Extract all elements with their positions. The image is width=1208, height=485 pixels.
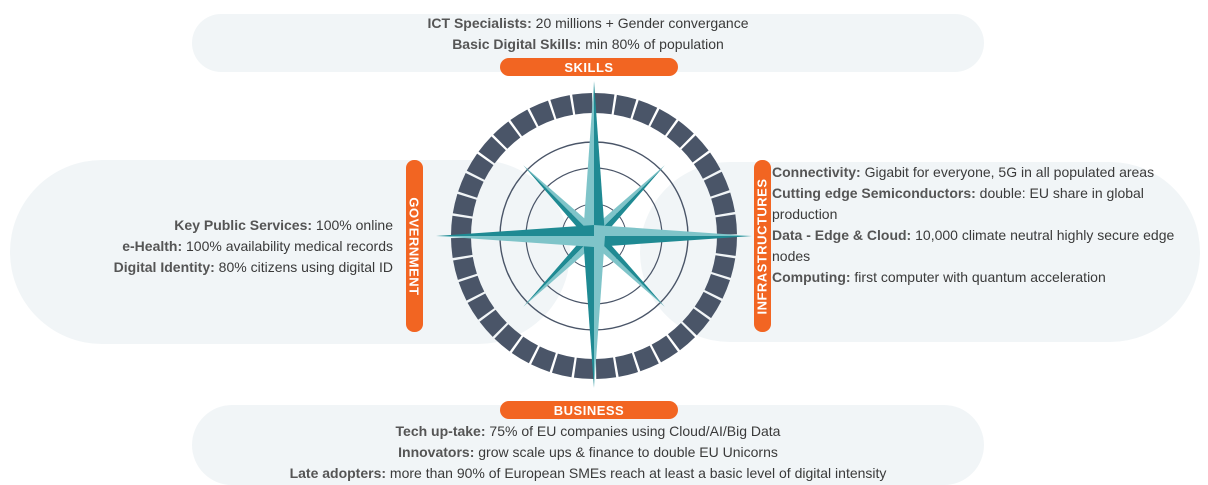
- skills-item: Basic Digital Skills: min 80% of populat…: [192, 34, 984, 55]
- government-item: e-Health: 100% availability medical reco…: [20, 236, 393, 257]
- government-item: Digital Identity: 80% citizens using dig…: [20, 257, 393, 278]
- government-item: Key Public Services: 100% online: [20, 215, 393, 236]
- skills-item-text: 20 millions + Gender convergance: [531, 15, 749, 31]
- business-item-text: 75% of EU companies using Cloud/AI/Big D…: [485, 423, 781, 439]
- skills-item-label: Basic Digital Skills:: [452, 36, 582, 52]
- skills-item: ICT Specialists: 20 millions + Gender co…: [192, 13, 984, 34]
- infrastructures-item-label: Cutting edge Semiconductors:: [772, 185, 976, 201]
- infrastructures-badge-label: INFRASTRUCTURES: [755, 177, 770, 315]
- infrastructures-item: Cutting edge Semiconductors: double: EU …: [772, 183, 1192, 225]
- government-item-text: 80% citizens using digital ID: [214, 259, 393, 275]
- business-badge: BUSINESS: [500, 401, 678, 419]
- business-targets: Tech up-take: 75% of EU companies using …: [192, 421, 984, 484]
- compass-diagonal-points: [523, 165, 665, 307]
- business-item-text: grow scale ups & finance to double EU Un…: [474, 444, 778, 460]
- infrastructures-item-text: 10,000 climate neutral highly secure edg…: [772, 227, 1175, 264]
- skills-badge: SKILLS: [500, 58, 678, 76]
- government-item-label: Key Public Services:: [174, 217, 313, 233]
- business-item-label: Innovators:: [398, 444, 475, 460]
- infrastructures-targets: Connectivity: Gigabit for everyone, 5G i…: [772, 162, 1192, 288]
- business-item-label: Tech up-take:: [395, 423, 486, 439]
- infrastructures-item-text: Gigabit for everyone, 5G in all populate…: [860, 164, 1155, 180]
- infrastructures-item-label: Connectivity:: [772, 164, 861, 180]
- infrastructures-badge: INFRASTRUCTURES: [754, 160, 771, 332]
- infrastructures-item-text: double: EU share in global production: [772, 185, 1144, 222]
- infrastructures-item-label: Computing:: [772, 269, 851, 285]
- business-item: Innovators: grow scale ups & finance to …: [192, 442, 984, 463]
- business-item: Tech up-take: 75% of EU companies using …: [192, 421, 984, 442]
- skills-item-label: ICT Specialists:: [427, 15, 532, 31]
- business-item: Late adopters: more than 90% of European…: [192, 463, 984, 484]
- skills-badge-label: SKILLS: [564, 59, 614, 75]
- business-item-text: more than 90% of European SMEs reach at …: [386, 465, 887, 481]
- government-badge-label: GOVERNMENT: [407, 196, 423, 296]
- government-item-text: 100% online: [312, 217, 393, 233]
- government-badge: GOVERNMENT: [406, 160, 423, 332]
- business-item-label: Late adopters:: [289, 465, 387, 481]
- skills-item-text: min 80% of population: [581, 36, 724, 52]
- business-badge-label: BUSINESS: [553, 402, 625, 418]
- infrastructures-item-text: first computer with quantum acceleration: [850, 269, 1106, 285]
- infrastructures-item: Connectivity: Gigabit for everyone, 5G i…: [772, 162, 1192, 183]
- infrastructures-item: Data - Edge & Cloud: 10,000 climate neut…: [772, 225, 1192, 267]
- infrastructures-item-label: Data - Edge & Cloud:: [772, 227, 912, 243]
- compass-cardinal-points: [436, 81, 752, 388]
- infrastructures-item: Computing: first computer with quantum a…: [772, 267, 1192, 288]
- government-item-text: 100% availability medical records: [182, 238, 393, 254]
- government-item-label: e-Health:: [122, 238, 183, 254]
- skills-targets: ICT Specialists: 20 millions + Gender co…: [192, 13, 984, 55]
- government-targets: Key Public Services: 100% online e-Healt…: [20, 215, 393, 278]
- government-item-label: Digital Identity:: [113, 259, 215, 275]
